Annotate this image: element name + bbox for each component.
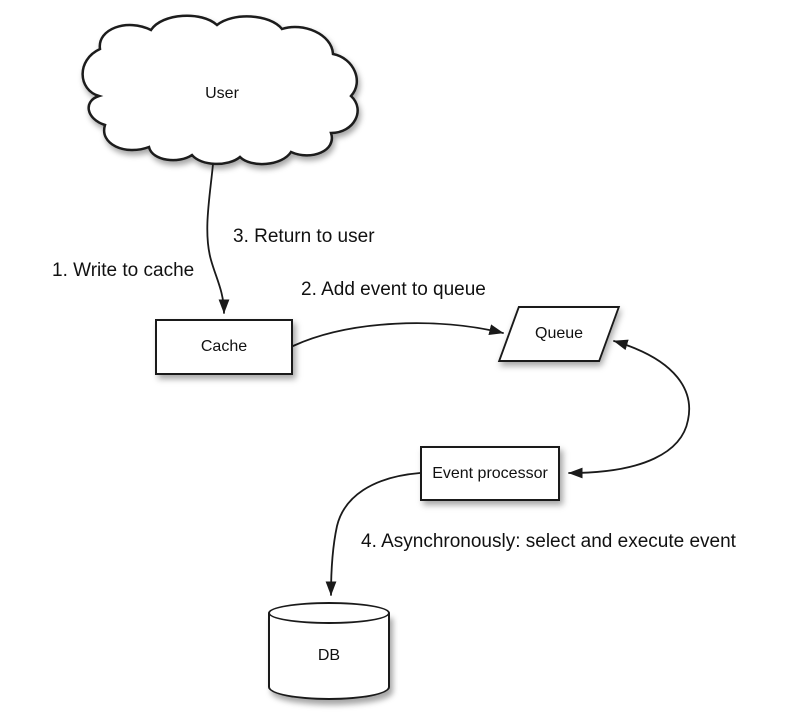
annotation-step3: 3. Return to user [233, 226, 375, 247]
node-queue: Queue [497, 306, 621, 362]
node-db-label: DB [317, 647, 341, 664]
db-cylinder-body [268, 613, 390, 700]
node-cache: Cache [155, 319, 293, 375]
node-queue-label: Queue [534, 325, 584, 342]
edge-queue-event-processor [568, 339, 690, 479]
db-cylinder-top [268, 602, 390, 624]
edge-user-to-cache [206, 163, 230, 314]
edge-event-processor-to-db [325, 472, 421, 596]
user-cloud-shape [81, 14, 359, 166]
edge-cache-to-queue [292, 322, 504, 347]
annotation-step1: 1. Write to cache [52, 260, 195, 281]
annotation-step2: 2. Add event to queue [301, 279, 486, 300]
node-user-label: User [205, 85, 239, 102]
annotation-step4: 4. Asynchronously: select and execute ev… [361, 531, 736, 552]
node-event-processor-label: Event processor [432, 464, 548, 482]
node-cache-label: Cache [200, 338, 248, 355]
node-event-processor: Event processor [420, 446, 560, 501]
